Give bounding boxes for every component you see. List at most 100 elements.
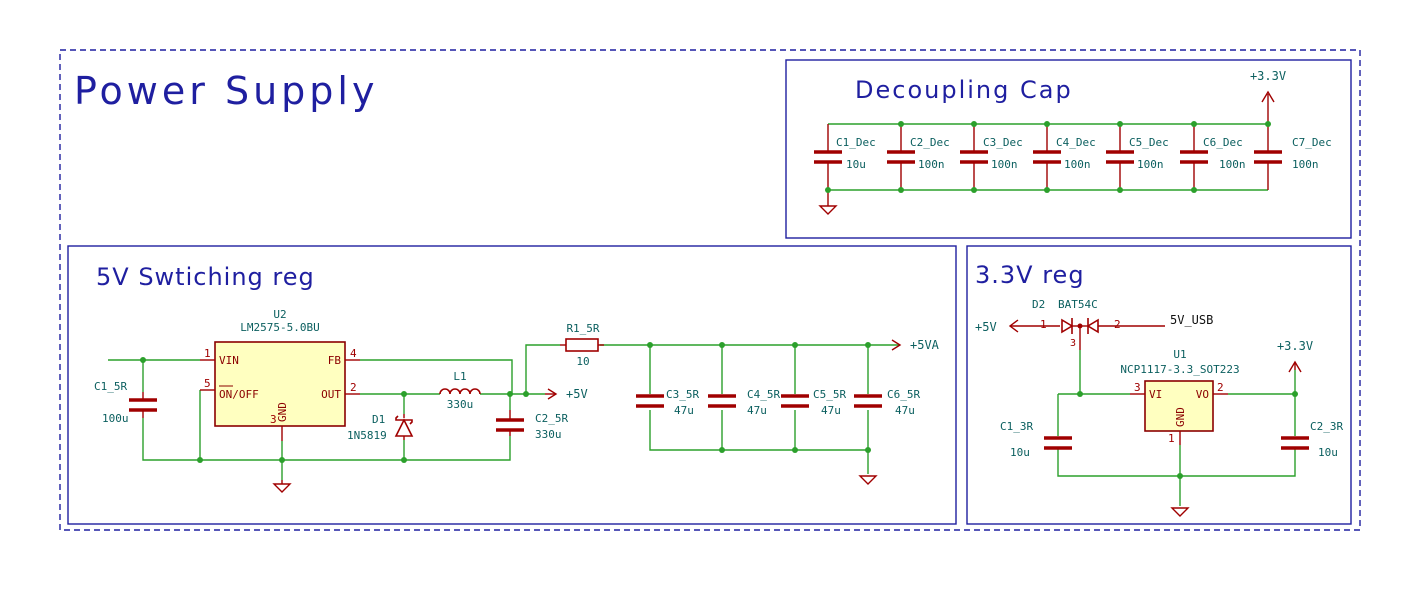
wire-vo [1228,393,1296,436]
r1-ref: R1_5R [566,322,599,335]
cap-c4-dec: C4_Dec 100n [1033,124,1096,190]
u2-lm2575: U2 LM2575-5.0BU VIN ON/OFF FB OUT GND 1 … [200,308,360,441]
diode-body [1086,318,1099,334]
cap-c2-3r: C2_3R 10u [1281,420,1343,459]
cap-ref: C5_5R [813,388,846,401]
decoupling-power-label: +3.3V [1250,69,1286,83]
cap-ref: C4_5R [747,388,780,401]
inductor-coil [439,388,481,395]
decoupling-title: Decoupling Cap [855,76,1073,104]
ldo-5v-label: +5V [975,320,997,334]
junction-dot [792,342,798,348]
u1-pin-num: 2 [1217,381,1224,394]
cap-ref: C5_Dec [1129,136,1169,149]
junction-dot [507,391,513,397]
cap-c6-dec: C6_Dec 100n [1180,124,1246,190]
ldo-out-label: +3.3V [1277,339,1313,353]
c2-3r-ref: C2_3R [1310,420,1343,433]
c1-3r-ref: C1_3R [1000,420,1033,433]
cap-value: 10u [846,158,866,171]
power-arrow [1288,360,1302,373]
junction-dot [971,121,977,127]
decoupling-frame [785,59,1352,239]
decoupling-section: +3.3V C1_Dec 10u C2_Dec 100n C [814,69,1332,215]
r1-value: 10 [576,355,589,368]
junction-dot [1292,391,1298,397]
ground-symbol [1170,507,1190,517]
diode-d2: D2 BAT54C 1 2 3 [1032,298,1165,350]
out-5v-label: +5V [566,387,588,401]
u1-pin-num: 3 [1134,381,1141,394]
ground-symbol [858,475,878,485]
d2-pin-num: 1 [1040,318,1047,331]
cap-c1-dec: C1_Dec 10u [814,124,876,190]
cap-value: 100n [918,158,945,171]
u2-pin-num: 1 [204,347,211,360]
ldo-title: 3.3V reg [975,261,1085,289]
ic-body [1144,380,1214,432]
u1-part: NCP1117-3.3_SOT223 [1120,363,1239,376]
sheet-frame [59,49,1361,531]
junction-dot [647,342,653,348]
cap-c7-dec: C7_Dec 100n [1254,124,1332,190]
wire-r1 [525,344,560,394]
cap-ref: C6_5R [887,388,920,401]
c1-5r-ref: C1_5R [94,380,127,393]
sheet-title: Power Supply [74,69,378,113]
d2-pin-num: 2 [1114,318,1121,331]
u2-pin-num: 4 [350,347,357,360]
cap-c5-5r: C5_5R 47u [781,388,846,417]
junction-dot [971,187,977,193]
cap-value: 47u [821,404,841,417]
junction-dot [279,457,285,463]
cap-c3-dec: C3_Dec 100n [960,124,1023,190]
u1-pin-vo: VO [1196,388,1209,401]
u2-pin-vin: VIN [219,354,239,367]
ldo-section: +5V D2 BAT54C 1 2 3 5V_USB [975,298,1343,517]
wire-ldo-gnd [1057,448,1296,477]
switching-frame [67,245,957,525]
junction-dot [898,187,904,193]
u2-ref: U2 [273,308,286,321]
c2-5r-ref: C2_5R [535,412,568,425]
cap-c3-5r: C3_5R 47u [636,388,699,417]
diode-d1: D1 1N5819 [347,413,414,442]
wire-gnd-rail [142,418,511,461]
cap-c4-5r: C4_5R 47u [708,388,780,417]
ground-symbol [272,483,292,493]
junction-dot [1191,121,1197,127]
u2-pin-out: OUT [321,388,341,401]
switching-section: U2 LM2575-5.0BU VIN ON/OFF FB OUT GND 1 … [94,308,940,493]
junction-dot [1077,323,1083,329]
junction-dot [1117,121,1123,127]
inductor-l1: L1 330u [439,370,481,411]
junction-dot [825,187,831,193]
cap-value: 100n [1137,158,1164,171]
u2-part: LM2575-5.0BU [240,321,319,334]
junction-dot [401,457,407,463]
cap-value: 47u [895,404,915,417]
cap-value: 100n [991,158,1018,171]
c1-5r-value: 100u [102,412,129,425]
u2-pin-num: 3 [270,413,277,426]
junction-dot [1117,187,1123,193]
cap-ref: C7_Dec [1292,136,1332,149]
cap-ref: C1_Dec [836,136,876,149]
diode-cathode [395,415,413,425]
usb-5v-label: 5V_USB [1170,313,1213,327]
power-arrow [547,388,558,400]
cap-c1-3r: C1_3R 10u [1000,420,1072,459]
c2-3r-value: 10u [1318,446,1338,459]
junction-dot [197,457,203,463]
cap-c6-5r: C6_5R 47u [854,388,920,417]
d1-ref: D1 [372,413,385,426]
ic-body [214,341,346,427]
junction-dot [1044,187,1050,193]
d1-value: 1N5819 [347,429,387,442]
u2-pin-fb: FB [328,354,342,367]
junction-dot [792,447,798,453]
junction-dot [865,447,871,453]
c1-3r-value: 10u [1010,446,1030,459]
